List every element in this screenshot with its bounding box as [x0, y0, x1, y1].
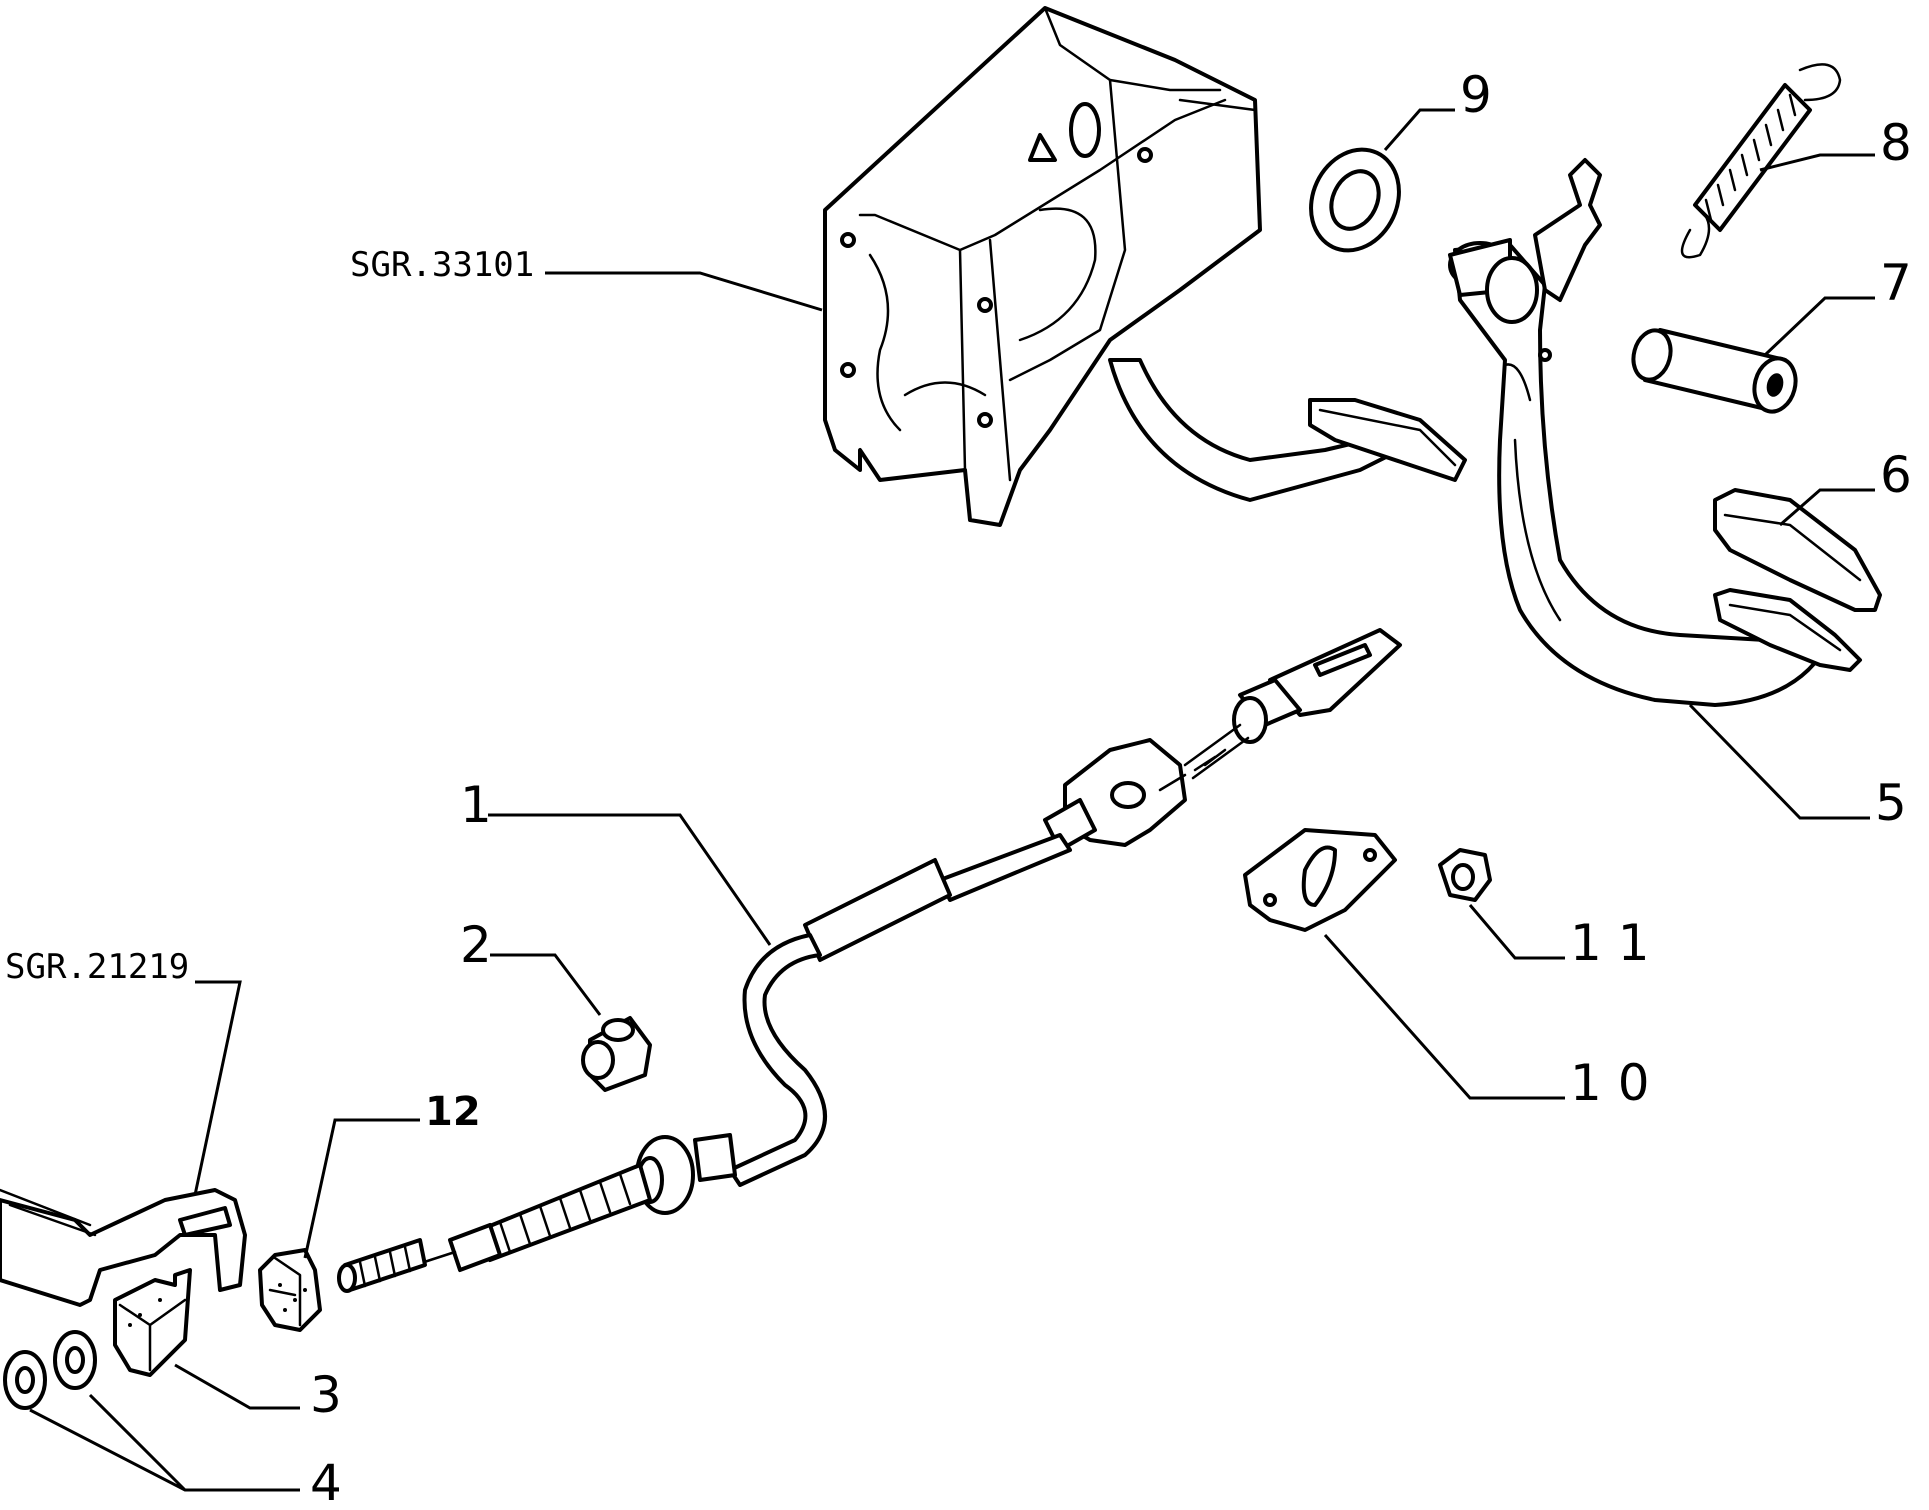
callout-5: 5: [1875, 774, 1907, 832]
ref-pedal-bracket: SGR.33101: [350, 245, 534, 285]
bushing-part-7: 7: [1631, 254, 1912, 414]
pedal-pad-part-6: 6: [1713, 446, 1912, 672]
callout-3: 3: [310, 1366, 342, 1424]
callout-9: 9: [1460, 66, 1492, 124]
washers-part-4: 4: [3, 1330, 342, 1510]
callout-10: 1 0: [1570, 1054, 1650, 1112]
callout-4: 4: [310, 1454, 342, 1510]
clutch-cable-part-1: 1: [337, 628, 1402, 1293]
seal-ring-part-9: 9: [1309, 66, 1492, 253]
callout-11: 1 1: [1570, 914, 1650, 972]
retainer-part-3: 3: [113, 1268, 342, 1424]
body-bracket-assembly: SGR.21219: [0, 947, 247, 1307]
nut-part-11: 1 1: [1438, 848, 1650, 972]
ref-body-bracket: SGR.21219: [5, 947, 189, 987]
return-spring-part-8: 8: [1680, 63, 1912, 259]
callout-7: 7: [1880, 254, 1912, 312]
callout-8: 8: [1880, 114, 1912, 172]
grommet-part-2: 2: [460, 916, 652, 1092]
clip-part-12: 12: [258, 1089, 481, 1332]
pedal-bracket-assembly: SGR.33101: [350, 6, 1467, 527]
callout-6: 6: [1880, 446, 1912, 504]
callout-1: 1: [460, 776, 492, 834]
clutch-pedal-part-5: 5: [1448, 158, 1907, 832]
callout-12: 12: [425, 1089, 481, 1135]
callout-2: 2: [460, 916, 492, 974]
plate-part-10: 1 0: [1243, 828, 1650, 1112]
